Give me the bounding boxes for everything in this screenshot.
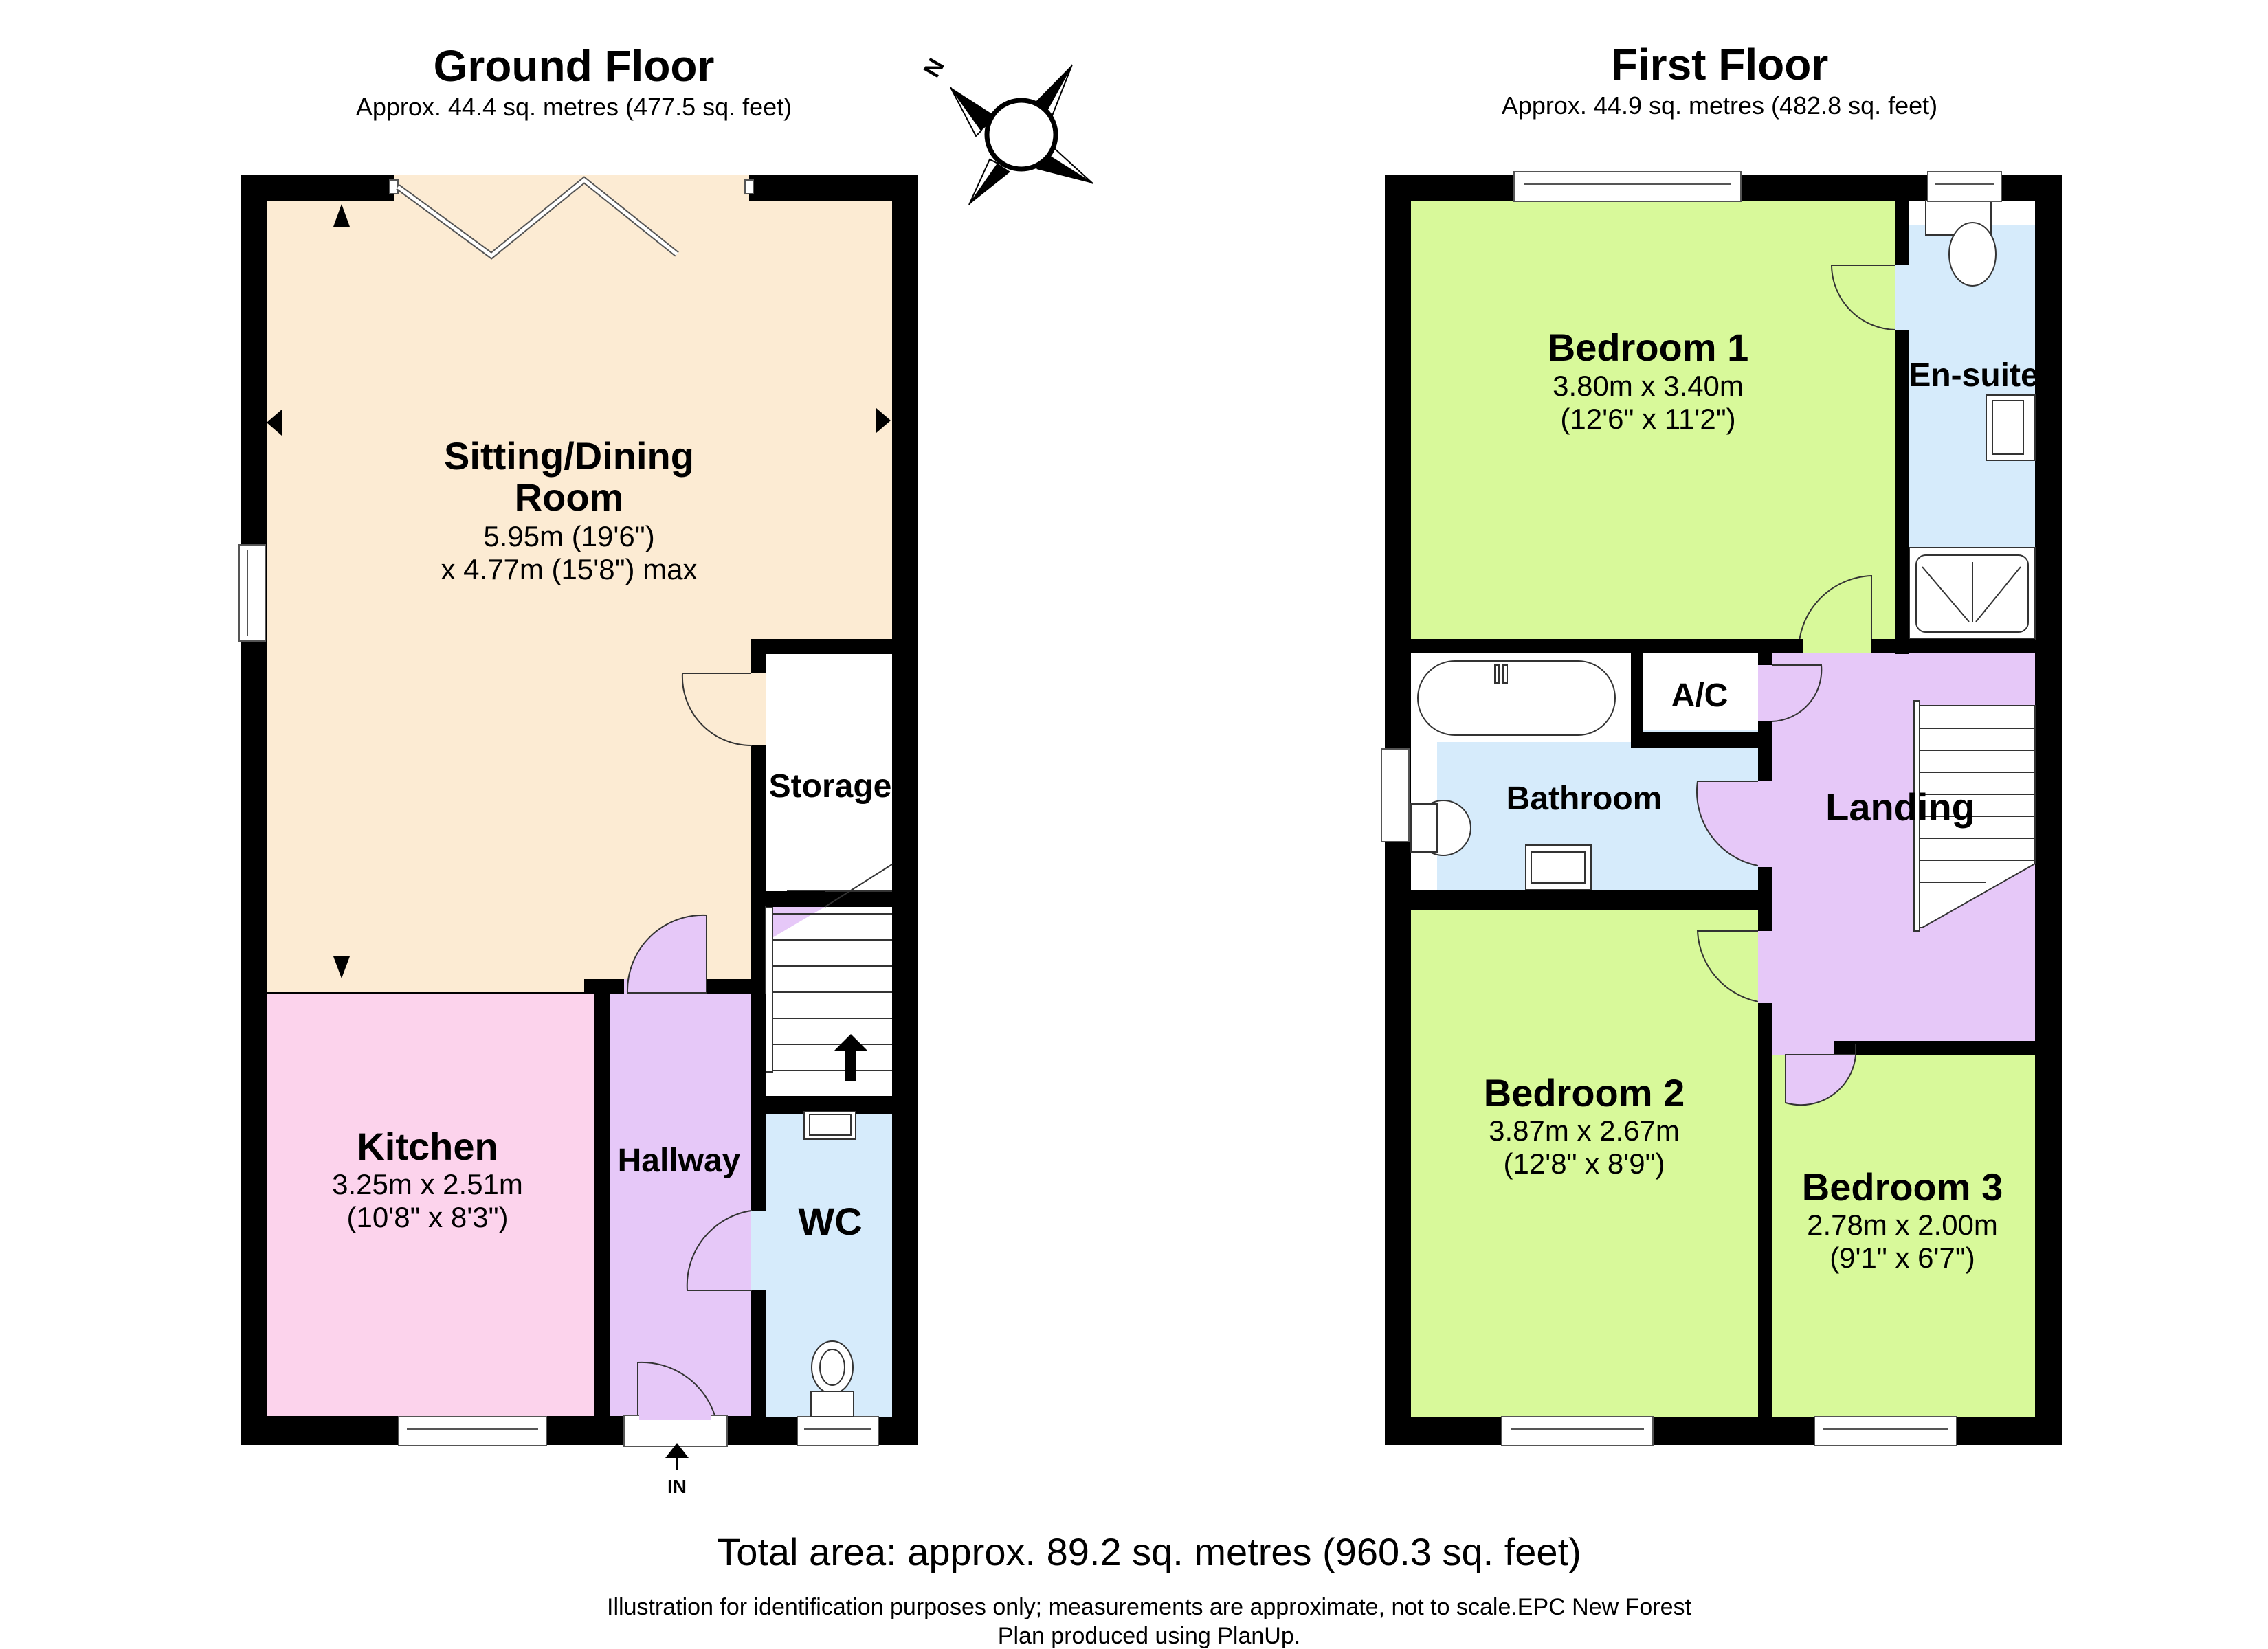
window-wc xyxy=(797,1416,879,1446)
window-bedroom-3 xyxy=(1814,1416,1957,1446)
storage-name: Storage xyxy=(769,768,892,805)
bedroom-2-name: Bedroom 2 xyxy=(1484,1071,1685,1114)
door-hallway-sitting[interactable] xyxy=(626,914,707,994)
wc-name: WC xyxy=(798,1200,862,1243)
window-ensuite xyxy=(1927,171,2002,202)
hallway-name: Hallway xyxy=(618,1143,741,1179)
front-door[interactable] xyxy=(623,1361,728,1447)
basin-icon xyxy=(1986,394,2036,461)
landing-name: Landing xyxy=(1825,785,1975,829)
door-ac-cupboard[interactable] xyxy=(1771,664,1823,723)
basin-icon xyxy=(803,1111,856,1140)
entrance-label: IN xyxy=(667,1476,687,1497)
shower-tray-icon xyxy=(1909,547,2036,640)
room-bedroom-1[interactable] xyxy=(1411,201,1895,639)
door-ensuite[interactable] xyxy=(1830,265,1896,331)
ground-floor-door-openings xyxy=(751,673,766,1290)
kitchen-dim-line2: (10'8" x 8'3") xyxy=(347,1201,509,1233)
basin-icon xyxy=(1525,844,1592,890)
bedroom-3-dim-line1: 2.78m x 2.00m xyxy=(1807,1209,1998,1241)
entrance-arrow-icon xyxy=(665,1443,689,1470)
first-floor-plan: Bedroom 1 3.80m x 3.40m (12'6" x 11'2") … xyxy=(1381,171,2062,1446)
room-kitchen[interactable] xyxy=(267,994,594,1416)
plan-credit: Plan produced using PlanUp. xyxy=(998,1623,1300,1649)
room-ac-cupboard[interactable] xyxy=(1643,653,1758,730)
kitchen-name: Kitchen xyxy=(357,1125,498,1168)
total-area: Total area: approx. 89.2 sq. metres (960… xyxy=(717,1530,1581,1573)
toilet-icon xyxy=(1381,748,1471,856)
landing-staircase xyxy=(1913,700,2036,932)
first-floor-interior-walls xyxy=(1411,201,2035,1417)
toilet-icon xyxy=(1925,200,1997,287)
sitting-dining-dim-line2: x 4.77m (15'8") max xyxy=(441,553,697,585)
room-bedroom-3[interactable] xyxy=(1772,1055,2035,1417)
bathroom-name: Bathroom xyxy=(1507,781,1663,817)
toilet-icon xyxy=(810,1340,854,1417)
bedroom-1-dim-line1: 3.80m x 3.40m xyxy=(1553,370,1744,402)
window-sitting-side xyxy=(238,544,266,642)
disclaimer: Illustration for identification purposes… xyxy=(607,1594,1692,1620)
room-hallway[interactable] xyxy=(610,994,751,1416)
ground-floor-title: Ground Floor xyxy=(434,41,715,91)
door-bedroom-1[interactable] xyxy=(1797,574,1872,653)
bedroom-2-dim-line2: (12'8" x 8'9") xyxy=(1504,1147,1665,1180)
sitting-dining-name-line2: Room xyxy=(515,475,624,519)
bedroom-1-dim-line2: (12'6" x 11'2") xyxy=(1560,403,1735,435)
ensuite-name: En-suite xyxy=(1909,357,2038,394)
room-storage[interactable] xyxy=(766,654,892,891)
first-floor-title: First Floor xyxy=(1611,40,1828,89)
window-bedroom-2 xyxy=(1501,1416,1654,1446)
door-storage[interactable] xyxy=(681,673,752,747)
door-wc[interactable] xyxy=(686,1209,752,1291)
compass-north-label: N xyxy=(919,54,950,82)
window-kitchen xyxy=(398,1416,547,1446)
staircase xyxy=(766,907,892,1096)
sitting-dining-dim-line1: 5.95m (19'6") xyxy=(483,520,654,552)
bedroom-1-name: Bedroom 1 xyxy=(1548,326,1749,369)
ac-cupboard-name: A/C xyxy=(1671,677,1728,714)
bathtub-icon xyxy=(1417,660,1616,736)
kitchen-dim-line1: 3.25m x 2.51m xyxy=(332,1168,523,1200)
compass-rose-icon: N xyxy=(919,54,1093,205)
bedroom-3-name: Bedroom 3 xyxy=(1802,1165,2003,1209)
first-floor-area: Approx. 44.9 sq. metres (482.8 sq. feet) xyxy=(1502,91,1937,120)
stairs-up-arrow-icon xyxy=(834,1034,868,1081)
room-bedroom-2[interactable] xyxy=(1411,910,1758,1417)
window-bedroom-1 xyxy=(1513,171,1742,202)
ground-floor-plan: IN Sitting/Dining Room 5.95m (19'6") x 4… xyxy=(238,175,918,1497)
dimension-arrow-icons xyxy=(267,204,891,978)
bedroom-3-dim-line2: (9'1" x 6'7") xyxy=(1830,1242,1975,1274)
bedroom-2-dim-line1: 3.87m x 2.67m xyxy=(1489,1114,1680,1147)
sitting-dining-name-line1: Sitting/Dining xyxy=(444,434,694,478)
ground-floor-area: Approx. 44.4 sq. metres (477.5 sq. feet) xyxy=(356,93,792,121)
